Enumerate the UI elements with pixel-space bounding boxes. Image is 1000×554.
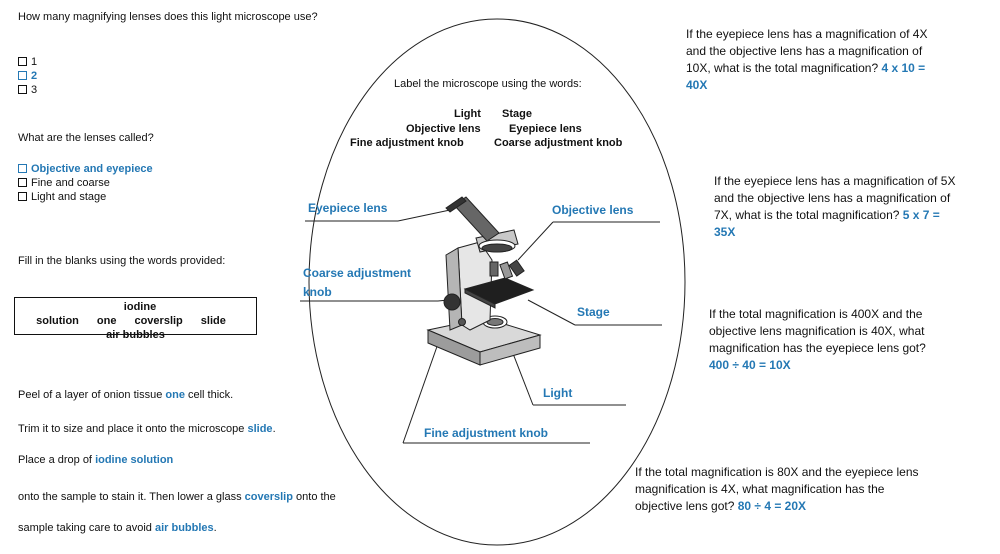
option-fine-coarse[interactable]: Fine and coarse [18, 176, 153, 190]
diagram-oval [308, 18, 686, 546]
calc-answer: 80 ÷ 4 = 20X [737, 499, 807, 513]
calc-question-3: If the total magnification is 400X and t… [709, 307, 926, 372]
word-bank-item: iodine solution [36, 301, 157, 327]
calc-answer: 4 x 10 = [881, 61, 926, 75]
label-objective: Objective lens [552, 203, 634, 217]
calc-answer: 40X [686, 78, 708, 92]
diagram-instruction: Label the microscope using the words: [394, 78, 582, 90]
blank-answer[interactable]: slide [247, 423, 273, 435]
calc-answer: 400 ÷ 40 = 10X [709, 358, 791, 372]
calc-answer: 5 x 7 = [902, 208, 940, 222]
label-coarse: Coarse adjustment knob [303, 266, 412, 299]
bank-word-coarse: Coarse adjustment knob [494, 137, 623, 149]
calc-answer: 35X [714, 225, 736, 239]
word-bank-item: one [96, 315, 117, 327]
bank-word-eyepiece: Eyepiece lens [509, 123, 582, 135]
blank-answer[interactable]: air bubbles [154, 522, 214, 534]
checkbox-icon [18, 164, 27, 173]
microscope-icon [426, 196, 542, 366]
checkbox-icon [18, 85, 27, 94]
calc-question-2: If the eyepiece lens has a magnification… [714, 174, 956, 239]
sentence-5: sample taking care to avoid air bubbles. [18, 522, 217, 534]
sentence-3: Place a drop of iodine solution [18, 454, 174, 466]
bank-word-light: Light [454, 108, 481, 120]
lens-name-options: Objective and eyepiece Fine and coarse L… [18, 162, 153, 204]
sentence-1: Peel of a layer of onion tissue one cell… [18, 389, 234, 401]
bank-word-fine: Fine adjustment knob [350, 137, 464, 149]
blank-answer[interactable]: iodine solution [95, 454, 174, 466]
calc-question-1: If the eyepiece lens has a magnification… [686, 27, 928, 92]
checkbox-icon [18, 192, 27, 201]
label-stage: Stage [577, 305, 610, 319]
label-light: Light [543, 386, 573, 400]
bank-word-stage: Stage [502, 108, 532, 120]
blank-answer[interactable]: coverslip [244, 491, 293, 503]
sentence-2: Trim it to size and place it onto the mi… [18, 423, 276, 435]
lens-count-options: 1 2 3 [18, 55, 37, 97]
word-bank-item: slide [200, 315, 226, 327]
word-bank-item: coverslip [134, 315, 183, 327]
fill-instruction: Fill in the blanks using the words provi… [18, 255, 226, 267]
option-3[interactable]: 3 [18, 83, 37, 97]
bank-word-objective: Objective lens [406, 123, 481, 135]
sentence-4: onto the sample to stain it. Then lower … [18, 491, 336, 503]
question-lens-names: What are the lenses called? [18, 132, 154, 144]
checkbox-icon [18, 57, 27, 66]
label-eyepiece: Eyepiece lens [308, 201, 388, 215]
checkbox-icon [18, 71, 27, 80]
option-objective-eyepiece[interactable]: Objective and eyepiece [18, 162, 153, 176]
option-light-stage[interactable]: Light and stage [18, 190, 153, 204]
question-lens-count: How many magnifying lenses does this lig… [18, 11, 318, 23]
calc-question-4: If the total magnification is 80X and th… [635, 465, 919, 513]
label-fine: Fine adjustment knob [424, 426, 549, 440]
blank-answer[interactable]: one [165, 389, 185, 401]
checkbox-icon [18, 178, 27, 187]
option-1[interactable]: 1 [18, 55, 37, 69]
word-bank-item: air bubbles [106, 329, 165, 341]
option-2[interactable]: 2 [18, 69, 37, 83]
